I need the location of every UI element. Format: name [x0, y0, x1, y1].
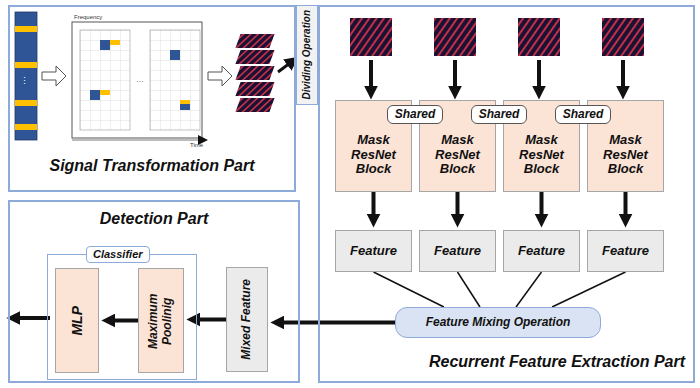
time-frequency-grid: … [72, 22, 206, 140]
mixing-line [374, 272, 444, 307]
mixing-line [516, 272, 541, 307]
feature-box: Feature [503, 230, 580, 272]
axis-label: Time [190, 142, 203, 148]
mixing-line [552, 272, 625, 307]
operation-box: Feature Mixing Operation [395, 307, 601, 338]
feature-box: Feature [419, 230, 496, 272]
feature-box: Mixed Feature [226, 267, 268, 372]
node-label: Recurrent Feature Extraction Part [429, 353, 685, 371]
spectrogram-stack [235, 34, 274, 112]
panel: Recurrent Feature Extraction Part Mask Re… [318, 5, 695, 383]
node-label: Feature [602, 244, 649, 259]
shared-tag: Shared [471, 105, 527, 124]
flow-arrow [540, 192, 544, 222]
node-label: Feature [518, 244, 565, 259]
shared-tag: Shared [387, 105, 443, 124]
feature-box: Feature [335, 230, 412, 272]
process-box: Maximum Poolinig [138, 268, 184, 373]
node-label: Shared [479, 108, 520, 122]
node-label: Mixed Feature [240, 279, 254, 360]
node-label: Maximum Poolinig [147, 273, 175, 369]
panel: Detection PartClassifierMLP Maximum Pooli… [8, 200, 300, 383]
signal-bars: ⋮ [15, 12, 37, 140]
spectrogram-images [350, 18, 644, 94]
flow-arrow [192, 318, 226, 322]
node-label: Dividing Operation [301, 10, 313, 99]
flow-arrow [372, 192, 376, 222]
flow-arrow [456, 192, 460, 222]
flow-arrow [624, 192, 628, 222]
node-label: Shared [563, 108, 604, 122]
flow-arrow [276, 321, 395, 325]
node-label: Mask ResNet Block [345, 133, 403, 178]
node-label: Feature [434, 244, 481, 259]
feature-box: Feature [587, 230, 664, 272]
svg-text:…: … [136, 75, 144, 84]
divider-box: Dividing Operation [296, 5, 318, 105]
node-label: Shared [395, 108, 436, 122]
node-label: Mask ResNet Block [597, 133, 655, 178]
node-label: MLP [69, 306, 85, 336]
node-label: Classifier [86, 246, 150, 263]
node-label: Feature [350, 244, 397, 259]
node-label: Signal Transformation Part [10, 157, 294, 175]
classifier-box: ClassifierMLPMaximum Poolinig [47, 254, 197, 380]
axis-label: Frequency [74, 14, 102, 20]
process-box: MLP [55, 268, 99, 373]
panel: Signal Transformation Part [8, 5, 296, 192]
node-label: Mask ResNet Block [429, 133, 487, 178]
node-label: Mask ResNet Block [513, 133, 571, 178]
node-label: Detection Part [10, 210, 298, 228]
mixing-line [458, 272, 480, 307]
output-arrow [12, 316, 50, 320]
flow-arrow [107, 319, 138, 323]
node-label: Feature Mixing Operation [426, 316, 571, 330]
shared-tag: Shared [555, 105, 611, 124]
svg-text:⋮: ⋮ [20, 76, 29, 86]
